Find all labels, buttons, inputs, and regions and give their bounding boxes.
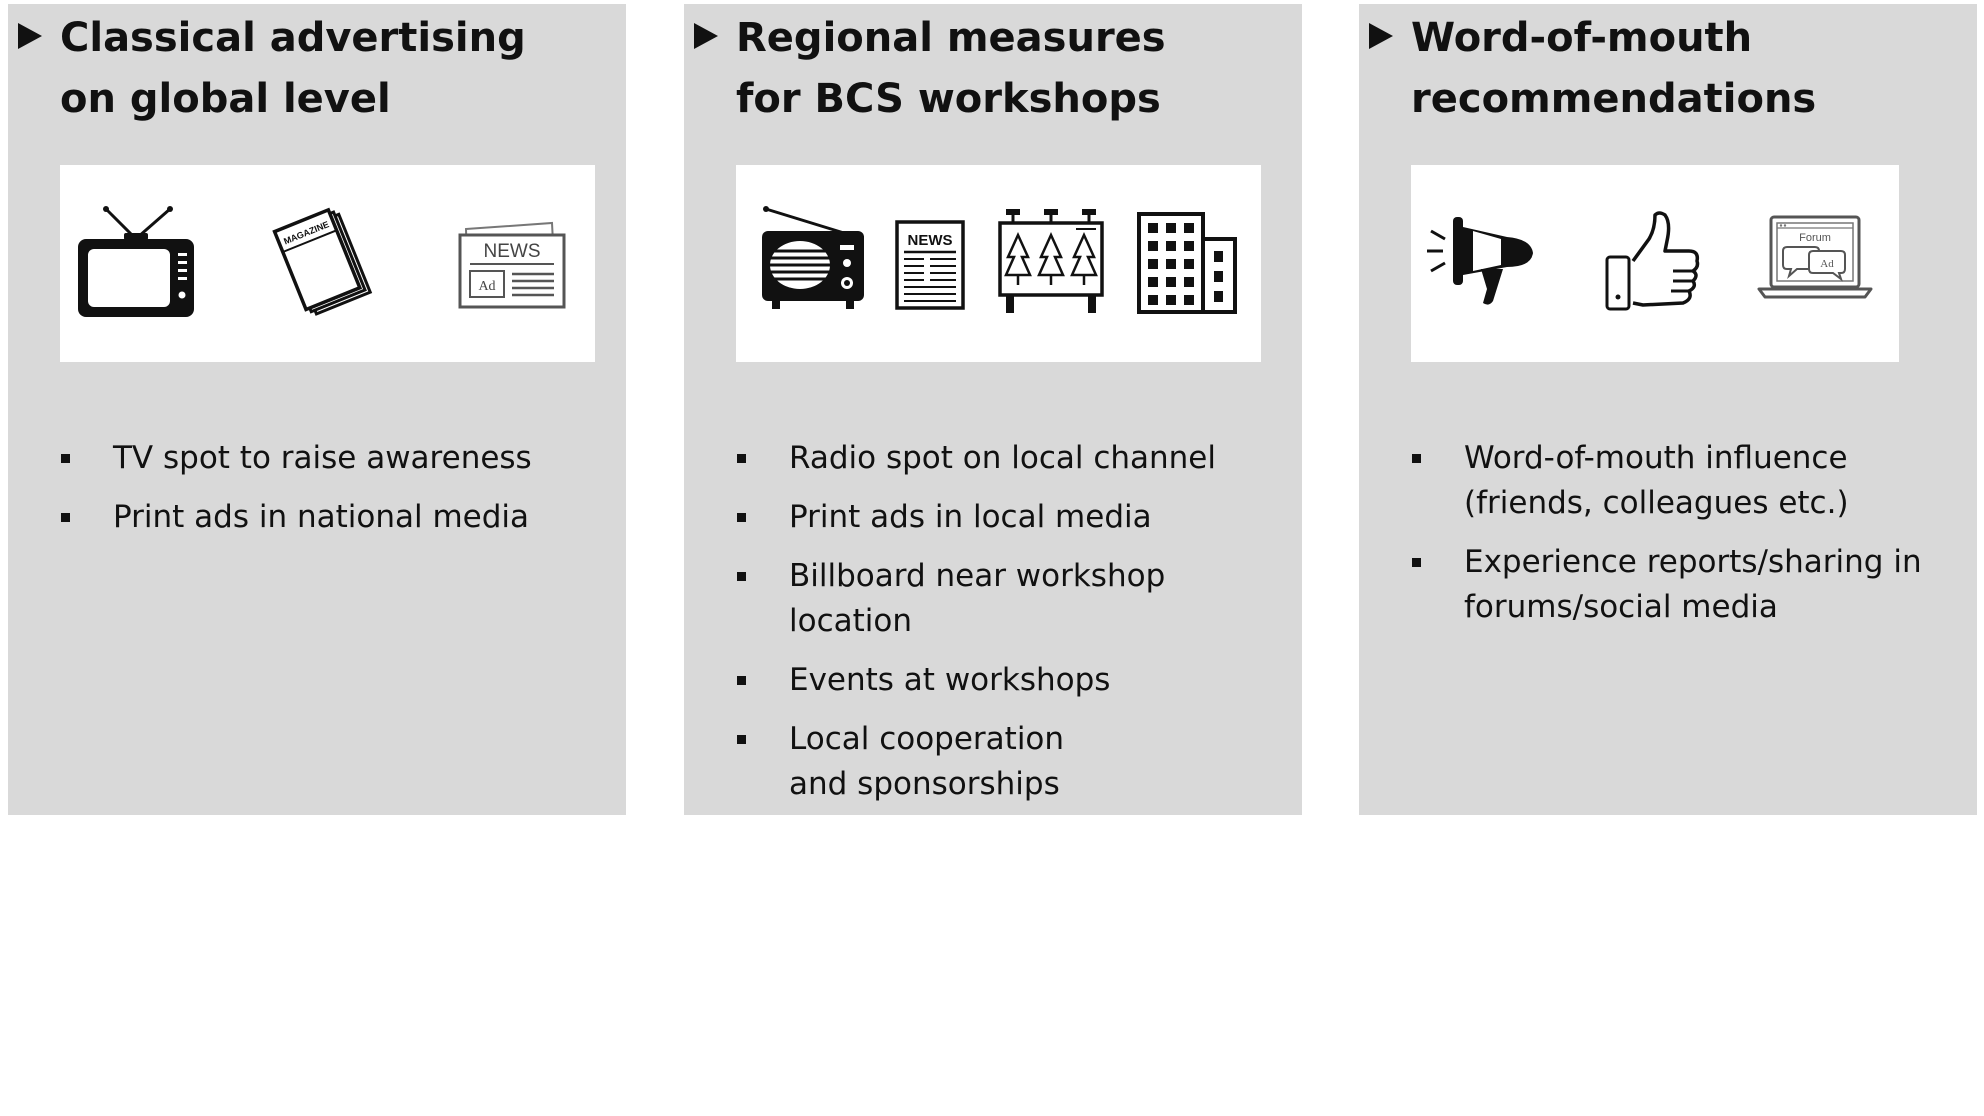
building-icon	[1137, 212, 1237, 314]
list-item: Word-of-mouth influence (friends, collea…	[1411, 436, 1864, 526]
newspaper-icon: NEWS	[895, 220, 965, 310]
billboard-icon	[998, 209, 1104, 313]
laptop-forum-icon: Forum Ad	[1757, 215, 1873, 299]
icon-strip: Forum Ad	[1411, 165, 1899, 362]
svg-text:Ad: Ad	[478, 279, 495, 294]
megaphone-icon	[1427, 217, 1533, 305]
list-item: Print ads in local media	[736, 495, 1292, 540]
panel-word-of-mouth: Word-of-mouth recommendations	[1359, 4, 1977, 815]
bullet-list: Radio spot on local channel Print ads in…	[736, 436, 1292, 821]
triangle-arrow-icon	[18, 23, 42, 49]
panel-classical-advertising: Classical advertising on global level	[8, 4, 626, 815]
panel-title: Classical advertising on global level	[60, 15, 526, 122]
newspaper-icon: NEWS Ad	[458, 221, 566, 309]
tv-icon	[78, 206, 194, 317]
radio-icon	[762, 206, 864, 309]
list-item: Billboard near workshop location	[736, 554, 1292, 644]
panel-title: Regional measures for BCS workshops	[736, 15, 1166, 122]
svg-text:NEWS: NEWS	[484, 241, 541, 262]
svg-text:Forum: Forum	[1799, 232, 1831, 244]
list-item: Radio spot on local channel	[736, 436, 1292, 481]
list-item: TV spot to raise awareness	[60, 436, 616, 481]
list-item: Events at workshops	[736, 658, 1292, 703]
svg-text:NEWS: NEWS	[908, 232, 953, 249]
triangle-arrow-icon	[1369, 23, 1393, 49]
triangle-arrow-icon	[694, 23, 718, 49]
list-item: Experience reports/sharing in forums/soc…	[1411, 540, 1934, 630]
thumbs-up-icon	[1605, 211, 1700, 311]
icon-strip: NEWS	[736, 165, 1261, 362]
panel-title: Word-of-mouth recommendations	[1411, 15, 1817, 122]
list-item: Local cooperation and sponsorships	[736, 717, 1119, 807]
panel-regional-measures: Regional measures for BCS workshops	[684, 4, 1302, 815]
bullet-list: TV spot to raise awareness Print ads in …	[60, 436, 616, 554]
icon-strip: MAGAZINE NEWS Ad	[60, 165, 595, 362]
list-item: Print ads in national media	[60, 495, 616, 540]
bullet-list: Word-of-mouth influence (friends, collea…	[1411, 436, 1967, 644]
magazine-icon: MAGAZINE	[272, 207, 373, 316]
svg-text:Ad: Ad	[1820, 258, 1834, 270]
